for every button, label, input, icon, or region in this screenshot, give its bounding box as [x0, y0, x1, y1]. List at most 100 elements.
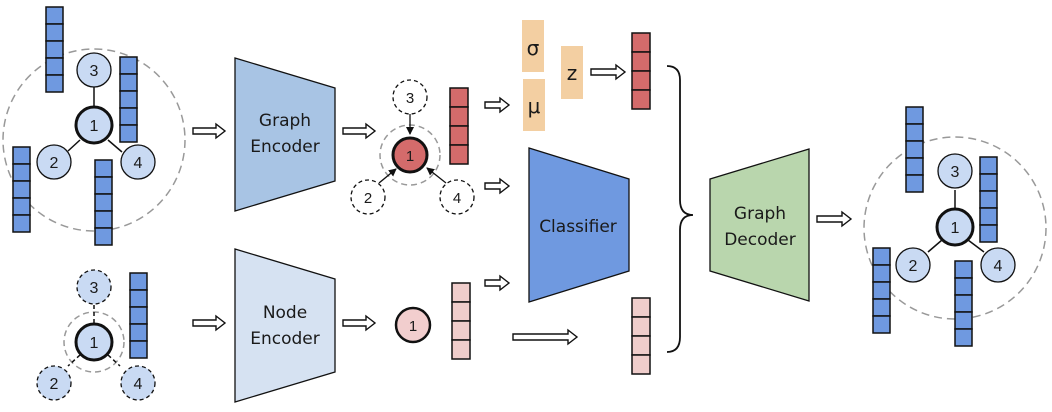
feature-cell — [12, 146, 31, 165]
concatenation-brace — [666, 65, 694, 353]
feature-vector — [45, 6, 64, 93]
svg-text:3: 3 — [951, 164, 960, 181]
feature-cell — [872, 315, 891, 334]
feature-cell — [119, 124, 138, 143]
z-box: z — [561, 46, 583, 99]
svg-text:1: 1 — [90, 118, 99, 135]
graph-node-1-center: 1 — [74, 322, 114, 362]
node-encoder-label: Encoder — [250, 329, 320, 349]
feature-vector — [954, 260, 973, 347]
arrow-input-to-graph-encoder — [192, 122, 227, 140]
feature-cell — [129, 272, 148, 291]
feature-cell — [954, 328, 973, 347]
feature-cell — [94, 159, 113, 178]
feature-cell — [94, 227, 113, 246]
svg-text:1: 1 — [951, 220, 960, 237]
feature-cell — [12, 214, 31, 233]
feature-cell — [631, 316, 651, 337]
graph-node-1-center: 1 — [391, 136, 429, 174]
feature-cell — [631, 32, 651, 53]
output-graph: 3 1 2 4 — [863, 106, 1047, 347]
edge — [107, 139, 123, 153]
graph-node-4: 4 — [120, 144, 156, 180]
graph-node-4: 4 — [120, 365, 156, 401]
graph-decoder: Graph Decoder — [709, 148, 810, 302]
neighborhood-boundary — [863, 136, 1047, 320]
svg-text:4: 4 — [134, 376, 143, 393]
encoded-graph: 3 1 2 4 — [350, 79, 475, 215]
feature-cell — [45, 57, 64, 76]
feature-cell — [12, 197, 31, 216]
feature-cell — [45, 74, 64, 93]
graph-node-2: 2 — [36, 144, 72, 180]
edge — [927, 239, 943, 253]
feature-vector — [119, 56, 138, 143]
edge — [967, 239, 985, 253]
feature-cell — [129, 323, 148, 342]
graph-node-4: 4 — [980, 247, 1016, 283]
svg-text:3: 3 — [90, 63, 99, 80]
feature-cell — [45, 40, 64, 59]
svg-text:4: 4 — [994, 258, 1003, 275]
svg-text:1: 1 — [406, 148, 414, 165]
svg-text:1: 1 — [90, 335, 99, 352]
arrow-z-to-vector — [590, 63, 627, 81]
svg-text:z: z — [567, 61, 578, 85]
feature-cell — [119, 90, 138, 109]
feature-cell — [45, 6, 64, 25]
edge — [67, 354, 81, 367]
feature-cell — [631, 51, 651, 72]
encoded-node: 1 — [394, 282, 471, 360]
graph-node-3: 3 — [76, 269, 112, 305]
feature-cell — [129, 340, 148, 359]
latent-variables: σ μ z — [522, 20, 651, 131]
graph-node-3: 3 — [937, 153, 973, 189]
feature-cell — [129, 289, 148, 308]
edge — [378, 168, 397, 184]
graph-embedding-vector — [449, 87, 469, 165]
svg-text:2: 2 — [50, 376, 59, 393]
svg-text:2: 2 — [909, 258, 918, 275]
svg-text:2: 2 — [364, 190, 372, 207]
graph-node-4: 4 — [439, 179, 475, 215]
node-embedding-vector-to-decoder — [631, 297, 651, 375]
feature-cell — [449, 144, 469, 165]
feature-cell — [979, 173, 998, 192]
feature-vector — [94, 159, 113, 246]
neighborhood-boundary — [2, 48, 186, 232]
feature-cell — [45, 23, 64, 42]
feature-cell — [449, 87, 469, 108]
input-node-graph: 3 1 2 4 — [36, 269, 156, 401]
edge — [67, 139, 81, 152]
feature-cell — [954, 311, 973, 330]
feature-vector — [905, 106, 924, 193]
graph-decoder-label: Decoder — [724, 230, 796, 250]
arrow-to-latent — [484, 96, 511, 114]
svg-text:3: 3 — [90, 280, 99, 297]
graph-node-2: 2 — [350, 179, 386, 215]
feature-cell — [449, 125, 469, 146]
feature-cell — [872, 281, 891, 300]
feature-cell — [631, 354, 651, 375]
graph-encoder: Graph Encoder — [234, 57, 336, 212]
graph-decoder-label: Graph — [734, 204, 786, 224]
svg-text:3: 3 — [406, 90, 414, 107]
edge — [426, 167, 447, 184]
feature-cell — [451, 320, 471, 341]
feature-vector — [12, 146, 31, 233]
svg-text:1: 1 — [409, 318, 417, 335]
edge — [107, 354, 121, 367]
feature-cell — [94, 176, 113, 195]
svg-text:σ: σ — [527, 36, 540, 60]
feature-cell — [631, 70, 651, 91]
feature-cell — [979, 224, 998, 243]
feature-vector — [129, 272, 148, 359]
arrow-decoder-to-output — [816, 210, 853, 228]
svg-text:4: 4 — [134, 155, 143, 172]
graph-node-1-center: 1 — [935, 207, 975, 247]
arrow-graph-encoder-to-graph — [342, 122, 377, 140]
feature-cell — [631, 297, 651, 318]
mu-box: μ — [523, 79, 545, 131]
feature-vector — [979, 156, 998, 243]
